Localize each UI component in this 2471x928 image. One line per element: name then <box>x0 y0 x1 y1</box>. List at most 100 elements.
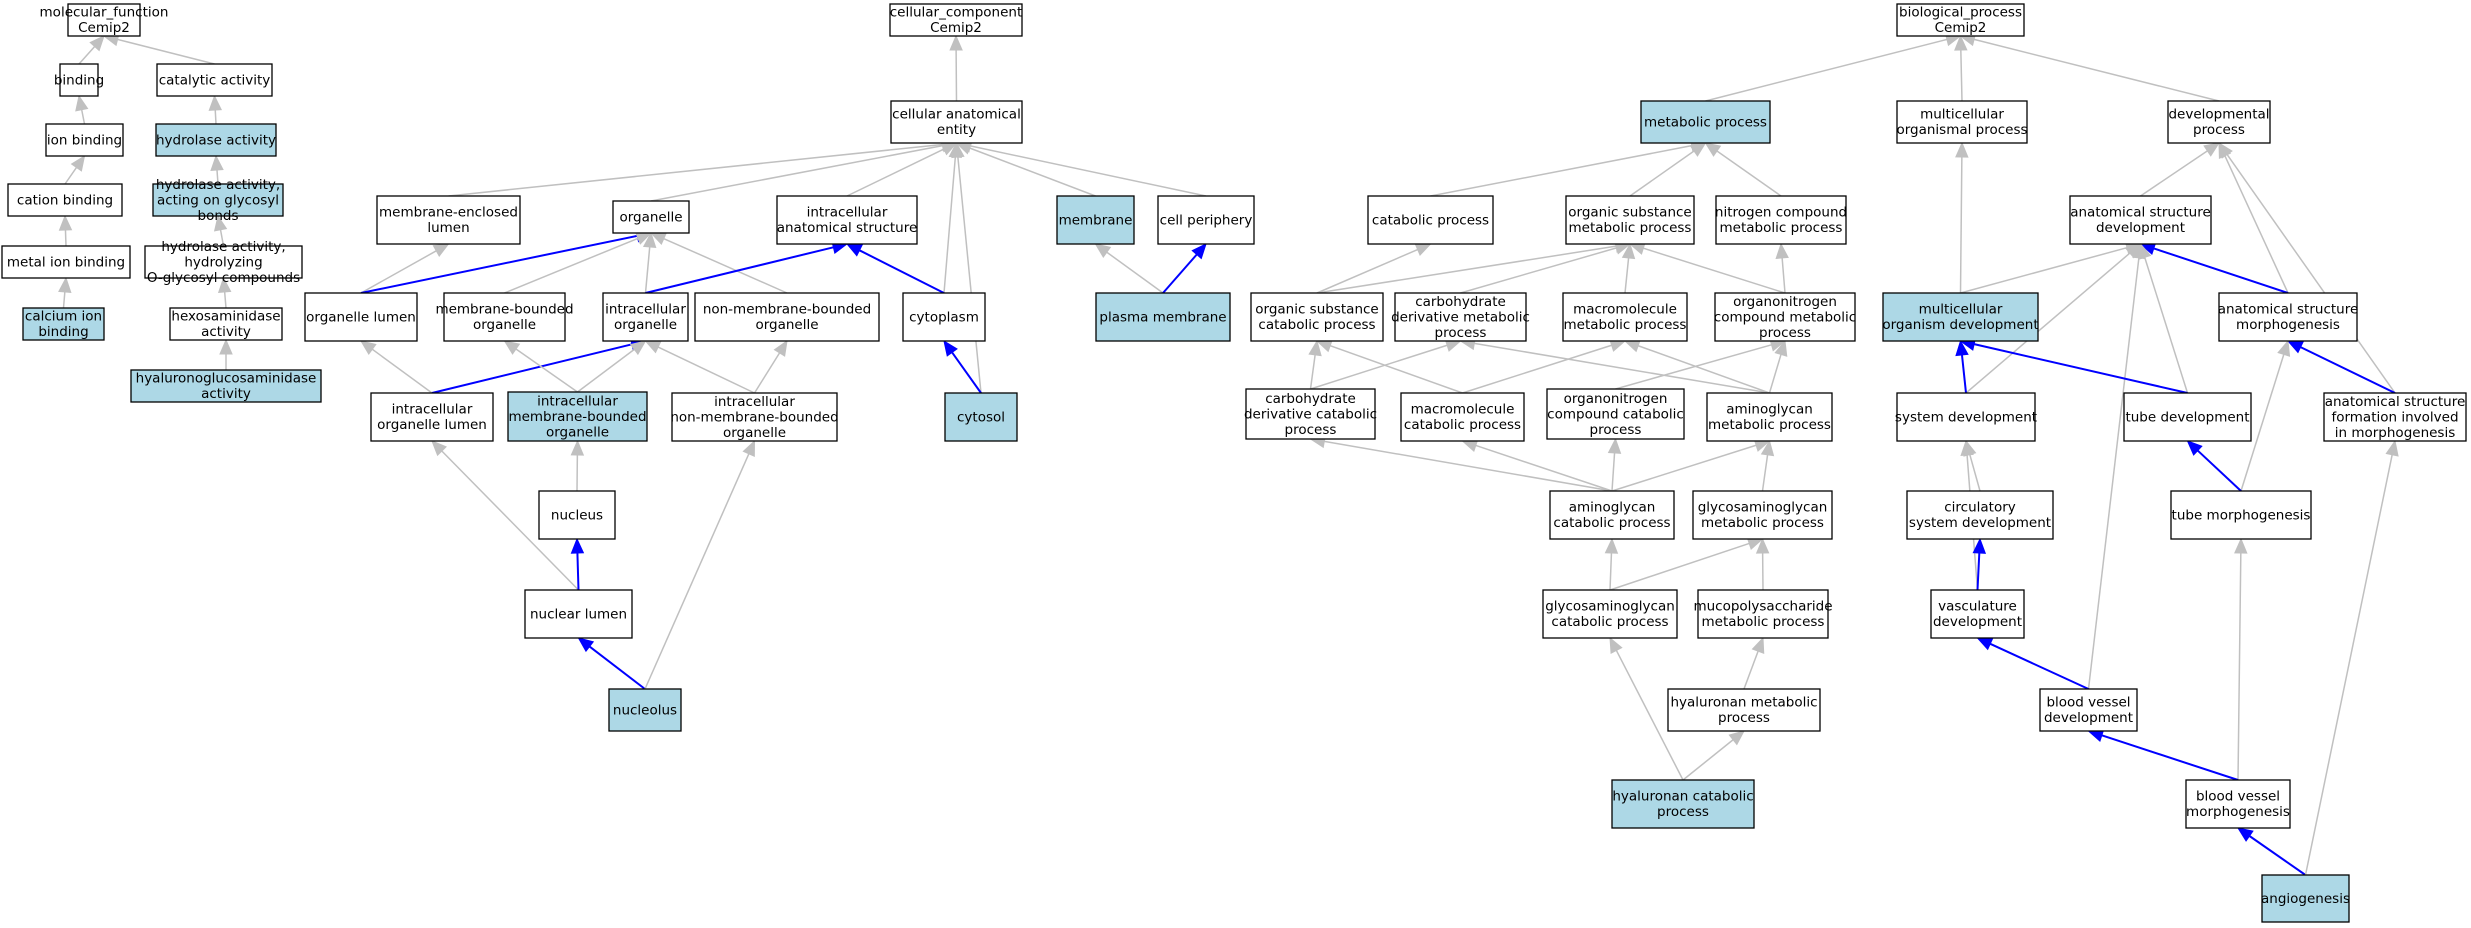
node-box <box>1394 292 1527 342</box>
node-label-line: Cemip2 <box>930 20 982 36</box>
node-ion-binding[interactable]: ion binding <box>45 123 124 157</box>
node-binding[interactable]: binding <box>54 63 104 97</box>
node-label-line: development <box>1933 614 2022 630</box>
node-nuclear-lumen[interactable]: nuclear lumen <box>524 589 633 639</box>
node-label-line: glycosaminoglycan <box>1698 500 1828 516</box>
node-cation-binding[interactable]: cation binding <box>7 183 123 217</box>
node-label-line: acting on glycosyl <box>157 192 279 208</box>
edge-line <box>80 109 86 125</box>
node-cytoplasm[interactable]: cytoplasm <box>902 292 986 342</box>
node-plasma-membrane[interactable]: plasma membrane <box>1095 292 1231 342</box>
node-hydro-glycosyl[interactable]: hydrolase activity,acting on glycosylbon… <box>152 177 284 224</box>
edge-plasma_membrane-to-membrane <box>1094 243 1164 294</box>
node-nucleolus[interactable]: nucleolus <box>608 688 682 732</box>
node-system-dev[interactable]: system development <box>1895 392 2037 442</box>
node-intracellular-nmbo[interactable]: intracellularnon-membrane-boundedorganel… <box>670 392 839 442</box>
node-organelle[interactable]: organelle <box>612 200 690 234</box>
node-metabolic[interactable]: metabolic process <box>1640 100 1771 144</box>
node-box <box>1896 392 2036 442</box>
node-box <box>1906 490 2054 540</box>
node-organelle-lumen[interactable]: organelle lumen <box>304 292 418 342</box>
edge-line <box>360 250 437 294</box>
node-cell-periphery[interactable]: cell periphery <box>1157 195 1255 245</box>
node-hydrolase[interactable]: hydrolase activity <box>155 123 277 157</box>
node-membrane[interactable]: membrane <box>1056 195 1135 245</box>
node-tube-morph[interactable]: tube morphogenesis <box>2170 490 2312 540</box>
node-label-line: compound catabolic <box>1547 406 1684 422</box>
node-nucleus[interactable]: nucleus <box>538 490 616 540</box>
node-label-line: organelle <box>619 209 682 225</box>
edge-line <box>1609 552 1613 591</box>
node-label-line: process <box>1435 325 1487 341</box>
edge-line <box>589 645 646 690</box>
edge-line <box>753 352 781 394</box>
node-label-line: catalytic activity <box>159 72 271 88</box>
edge-line <box>1629 150 1695 197</box>
node-catalytic[interactable]: catalytic activity <box>156 63 273 97</box>
edge-line <box>216 169 219 185</box>
node-angiogenesis[interactable]: angiogenesis <box>2261 874 2350 923</box>
node-cytosol[interactable]: cytosol <box>944 392 1018 442</box>
node-label-line: biological_process <box>1899 5 2022 21</box>
node-metal-ion[interactable]: metal ion binding <box>1 245 131 279</box>
node-hydro-oglycosyl[interactable]: hydrolase activity,hydrolyzingO-glycosyl… <box>144 239 303 286</box>
node-label-line: cytosol <box>957 409 1005 425</box>
node-box <box>608 688 682 732</box>
node-box <box>1706 392 1833 442</box>
edge-line <box>1969 454 1981 492</box>
edge-arrowhead <box>1308 339 1322 357</box>
node-label-line: process <box>1285 422 1337 438</box>
node-label-line: hydrolase activity, <box>161 239 285 255</box>
node-label-line: metabolic process <box>1720 220 1843 236</box>
edge-membrane-to-cell_anat <box>955 141 1096 197</box>
edge-arrowhead <box>1976 637 1994 651</box>
node-label-line: metabolic process <box>1702 614 1825 630</box>
edge-line <box>2153 247 2289 294</box>
node-catabolic[interactable]: catabolic process <box>1367 195 1494 245</box>
edge-angiogenesis-to-anat_struct_form <box>2304 439 2399 876</box>
edge-hyaluronan_cat-to-hyaluronan_met <box>1682 730 1745 781</box>
node-tube-dev[interactable]: tube development <box>2123 392 2252 442</box>
edge-arrowhead <box>75 94 89 112</box>
